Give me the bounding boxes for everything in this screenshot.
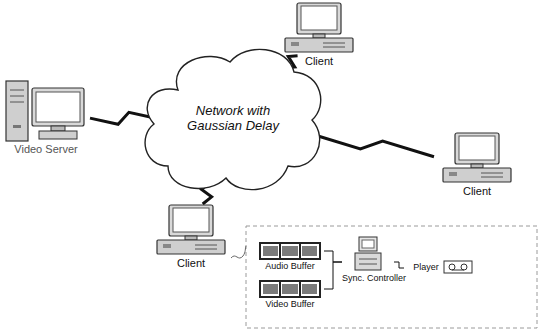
node-label: Client: [434, 185, 520, 198]
cloud-shape: [145, 49, 321, 189]
detail-leader: [231, 246, 246, 258]
detail-panel: [246, 226, 537, 328]
node-label: Audio Buffer: [256, 261, 324, 271]
player-icon: [443, 260, 473, 274]
node-label: Sync. Controller: [342, 273, 394, 283]
server-icon: [2, 80, 90, 142]
node-label: Client: [148, 257, 234, 270]
sync-icon: [342, 236, 394, 272]
buffer-icon: [256, 280, 324, 298]
audio-buffer: Audio Buffer: [256, 242, 324, 271]
video-buffer: Video Buffer: [256, 280, 324, 309]
network-label: Network with Gaussian Delay: [183, 104, 283, 134]
node-label: Video Buffer: [256, 299, 324, 309]
client-icon: [148, 204, 234, 256]
node-label: Player: [413, 262, 439, 272]
signal-line: [324, 262, 342, 289]
signal-line: [324, 251, 342, 262]
sync-controller: Sync. Controller: [342, 236, 394, 283]
client-computer: Client: [148, 204, 234, 270]
node-label: Video Server: [2, 143, 90, 156]
network-link: [90, 112, 157, 124]
server-computer: Video Server: [2, 80, 90, 156]
buffer-icon: [256, 242, 324, 260]
player-device: Player: [404, 260, 482, 274]
signal-line: [394, 262, 404, 268]
client-icon: [434, 132, 520, 184]
client-icon: [276, 2, 362, 54]
network-cloud: Network with Gaussian Delay: [138, 40, 328, 198]
network-link: [309, 133, 434, 156]
client-computer: Client: [276, 2, 362, 68]
client-computer: Client: [434, 132, 520, 198]
